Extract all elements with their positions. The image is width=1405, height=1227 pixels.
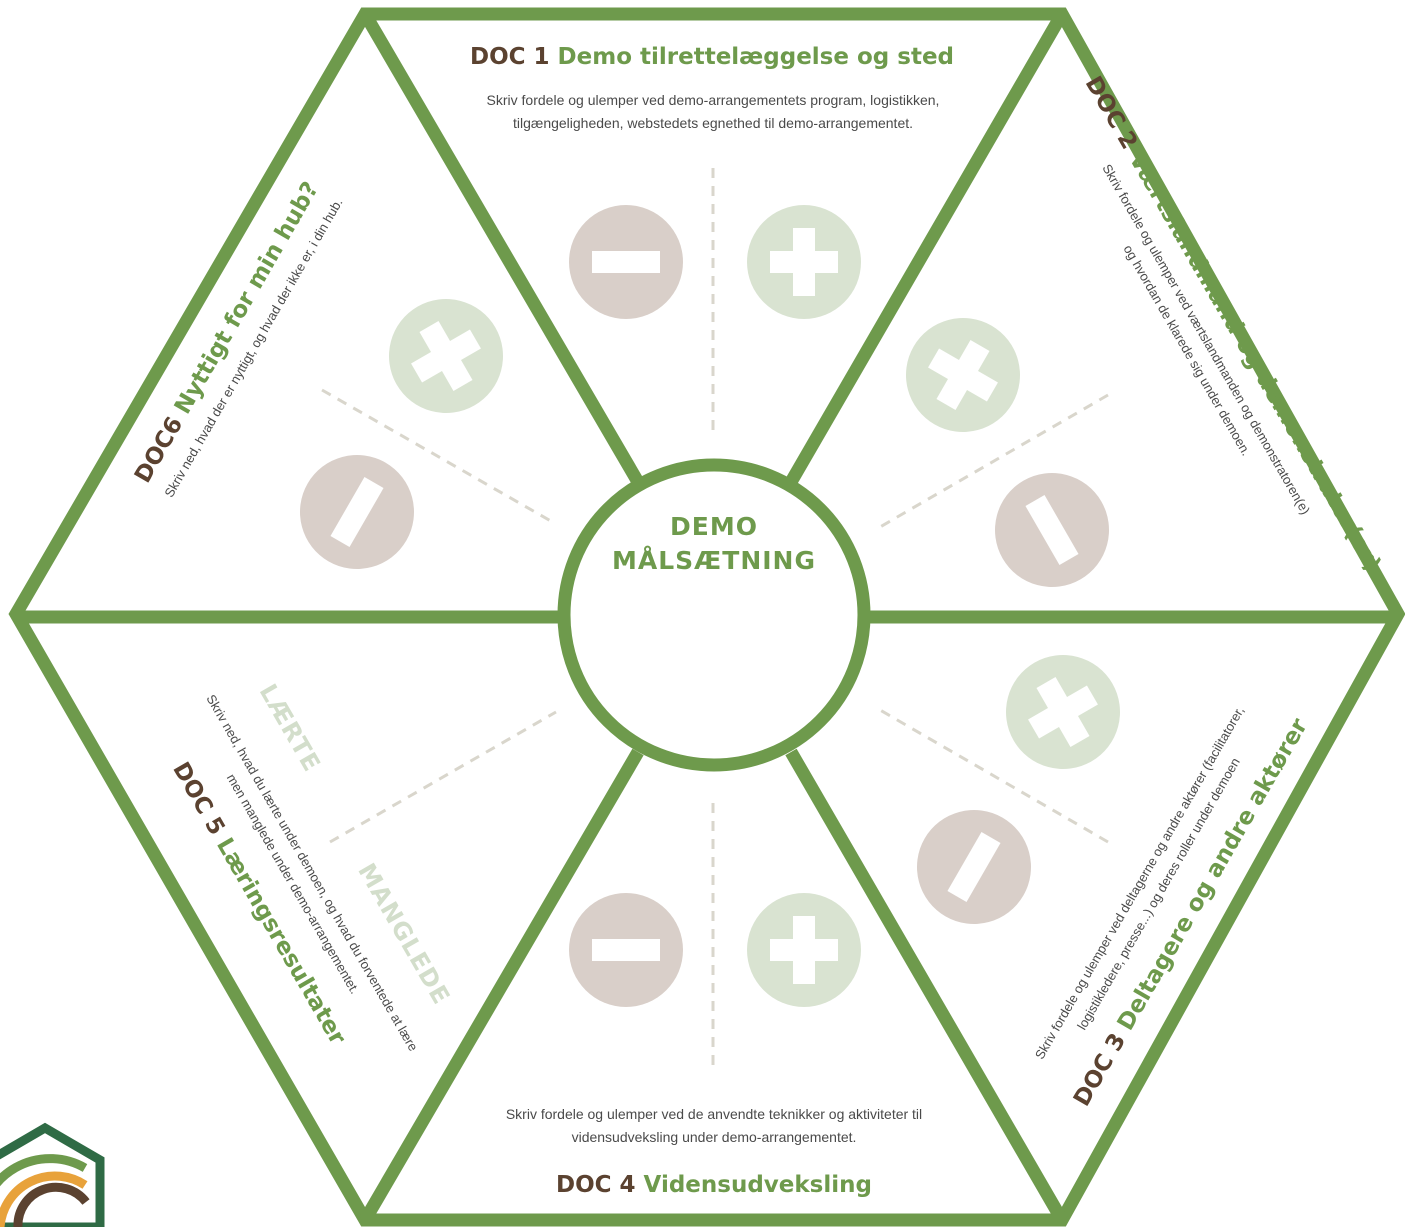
doc4-description-line2: vidensudveksling under demo-arrangemente…: [572, 1129, 857, 1145]
logo-mark: [0, 1122, 105, 1227]
doc1-title: Demo tilrettelæggelse og sted: [558, 44, 954, 70]
divider-doc2: [879, 393, 1109, 529]
minus-icon[interactable]: [974, 452, 1130, 608]
minus-icon[interactable]: [279, 434, 435, 590]
center-title-line1: DEMO: [670, 512, 758, 541]
doc4-title: Vidensudveksling: [644, 1172, 872, 1198]
doc6-icons: [279, 278, 524, 590]
doc4-number: DOC 4: [556, 1172, 636, 1198]
doc6-heading: DOC6Nyttigt for min hub?: [130, 177, 324, 487]
spoke-bottom-right: [785, 748, 1068, 1224]
section-doc1: DOC 1 Demo tilrettelæggelse og sted Skriv…: [470, 44, 954, 131]
doc2-title: Værtslandmand og demonstrator(er): [1123, 148, 1385, 576]
divider-doc5: [329, 710, 557, 844]
plus-icon[interactable]: [985, 634, 1141, 790]
doc5-number: DOC 5: [167, 758, 229, 840]
spoke-top-left: [359, 10, 644, 486]
plus-icon[interactable]: [747, 893, 861, 1007]
doc1-icons: [569, 205, 861, 319]
center-title-line2: MÅLSÆTNING: [612, 546, 816, 575]
doc3-icons: [896, 634, 1141, 945]
doc6-description-line1: Skriv ned, hvad der er nyttigt, og hvad …: [161, 196, 345, 500]
doc2-number: DOC 2: [1080, 72, 1142, 154]
doc4-description-line1: Skriv fordele og ulemper ved de anvendte…: [506, 1106, 922, 1122]
minus-icon[interactable]: [569, 205, 683, 319]
doc1-description-line1: Skriv fordele og ulemper ved demo-arrang…: [487, 92, 940, 108]
doc1-heading: DOC 1 Demo tilrettelæggelse og sted: [470, 44, 954, 70]
doc4-heading: DOC 4 Vidensudveksling: [556, 1172, 872, 1198]
divider-lines: [321, 168, 1109, 1065]
doc2-heading: DOC 2Værtslandmand og demonstrator(er): [1080, 72, 1386, 576]
doc1-description-line2: tilgængeligheden, webstedets egnethed ti…: [513, 115, 913, 131]
minus-icon[interactable]: [896, 789, 1052, 945]
center-target: DEMO MÅLSÆTNING: [557, 458, 871, 772]
doc1-number: DOC 1: [470, 44, 550, 70]
doc5-learned-label: LÆRTE: [254, 679, 326, 777]
section-doc4: Skriv fordele og ulemper ved de anvendte…: [506, 1106, 922, 1198]
doc3-heading: DOC 3Deltagere og andre aktører: [1069, 714, 1313, 1111]
doc2-icons: [885, 297, 1130, 608]
plus-icon[interactable]: [368, 278, 524, 434]
spoke-top-right: [785, 10, 1068, 486]
divider-doc3: [879, 708, 1109, 844]
spoke-bottom-left: [359, 748, 644, 1224]
doc2-description-line1: Skriv fordele og ulemper ved værtslandma…: [1099, 162, 1313, 517]
doc5-missing-label: MANGLEDE: [352, 858, 455, 1009]
plus-icon[interactable]: [747, 205, 861, 319]
hexagon-frame: [8, 7, 1405, 1227]
minus-icon[interactable]: [569, 893, 683, 1007]
divider-doc6: [321, 388, 557, 526]
doc4-icons: [569, 893, 861, 1007]
plus-icon[interactable]: [885, 297, 1041, 453]
